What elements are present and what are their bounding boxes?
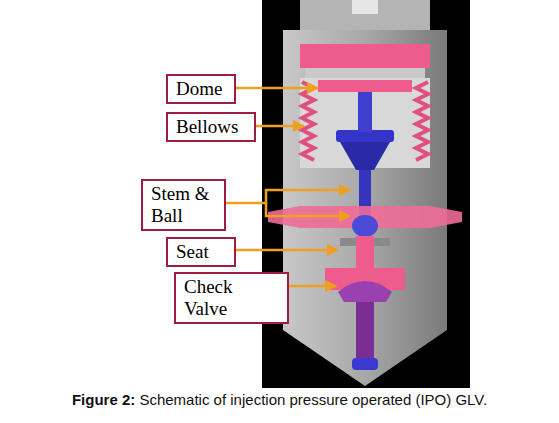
callout-label: Stem & Ball [151,183,216,227]
leader-line [256,125,304,128]
leader-bracket [266,203,350,216]
callout-label: Bellows [176,116,246,138]
stem-cone [340,142,390,170]
stem-ball [352,215,378,237]
leader-line [236,87,318,90]
top-cap [300,0,430,32]
cap-port [352,0,378,14]
bellows-left [302,82,314,160]
callout-label-box: Bellows [166,112,256,142]
bellows-right [416,82,428,160]
callout-label-box: Dome [166,74,236,104]
leader-line [289,285,336,288]
dark-background [262,0,470,388]
callout-label: Check Valve [184,276,279,320]
leader-line [236,249,338,252]
check-head [338,281,392,302]
callout-label-box: Seat [166,237,236,267]
bellows-top [318,80,412,92]
dome-chamber [300,44,430,68]
leader-bracket [226,190,350,203]
callout-label: Seat [176,241,226,263]
callout-label-box: Check Valve [174,272,289,324]
callout-label-box: Stem & Ball [141,179,226,231]
callout-label: Dome [176,78,226,100]
figure-caption: Figure 2: Schematic of injection pressur… [0,391,559,408]
stem-upper [358,92,372,132]
check-tip [352,358,378,370]
dome-wall [305,68,425,78]
check-stem [356,302,374,360]
